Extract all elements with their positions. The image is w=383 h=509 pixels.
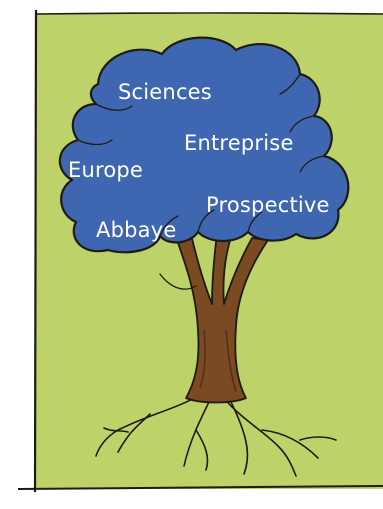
label-prospective: Prospective [206,193,330,217]
label-entreprise: Entreprise [184,131,294,155]
frame-top-line [35,12,383,15]
frame-left-line [33,9,38,493]
canopy-detail-lines [77,73,325,290]
canopy-icon [58,36,350,254]
label-abbaye: Abbaye [96,218,177,242]
label-sciences: Sciences [118,80,212,104]
trunk [171,225,269,404]
label-europe: Europe [68,158,144,182]
roots-icon [95,391,337,477]
frame-bottom-line [17,485,383,490]
